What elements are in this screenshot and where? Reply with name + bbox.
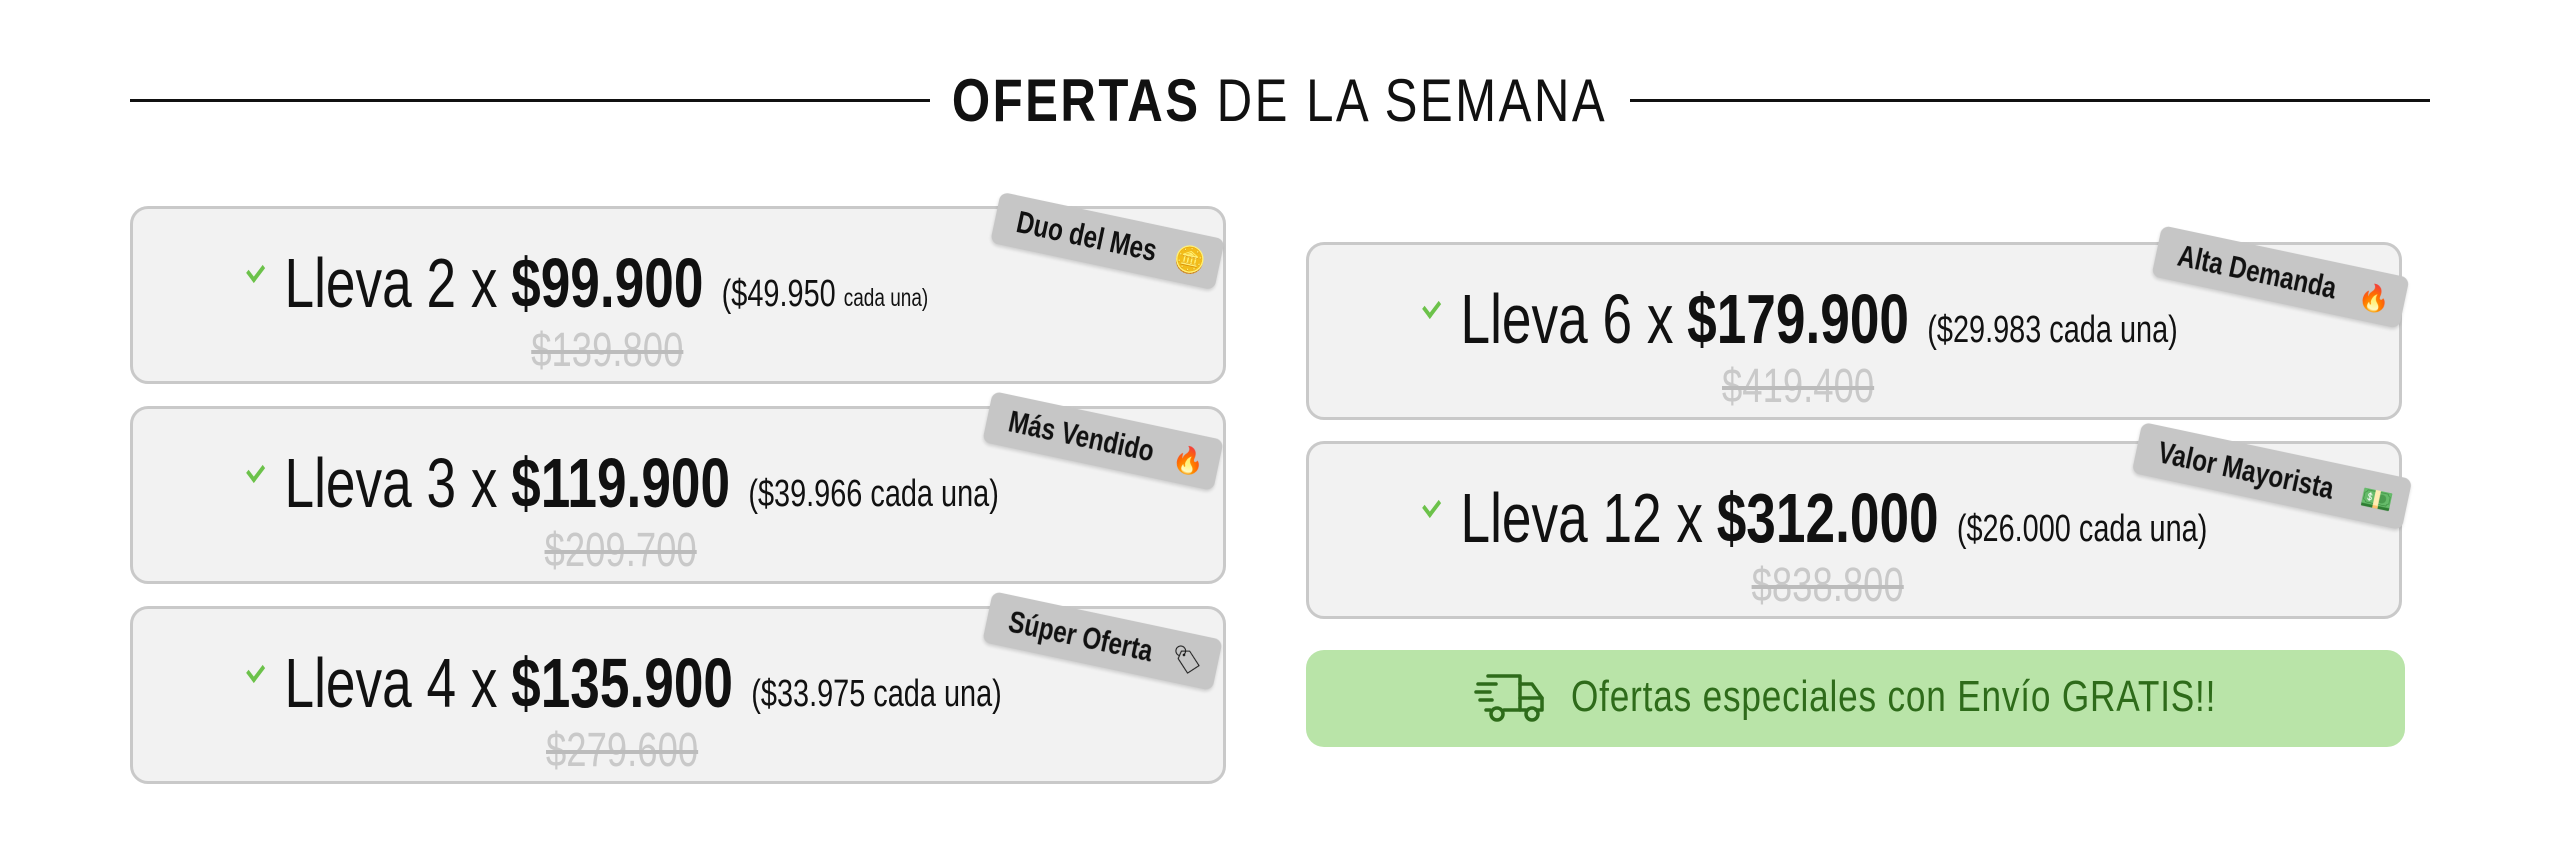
- offer-card-2[interactable]: Lleva 2 x$99.900$139.800 ($49.950 cada un…: [130, 191, 1226, 384]
- offer-price: $179.900$419.400: [1687, 279, 1909, 413]
- title-bold: OFERTAS: [952, 67, 1202, 134]
- unit-price: ($26.000 cada una): [1956, 508, 2208, 550]
- fire-icon: 🔥: [1169, 442, 1208, 479]
- offer-lead: Lleva 3 x: [284, 444, 498, 522]
- old-price: $209.700: [544, 524, 697, 577]
- offer-card-4[interactable]: Lleva 4 x$135.900$279.600 ($33.975 cada u…: [130, 591, 1226, 784]
- offer-price: $99.900$139.800: [511, 243, 703, 377]
- check-icon: [1422, 294, 1442, 319]
- price-tag-icon: 🏷: [1167, 641, 1207, 679]
- old-price: $419.400: [1721, 360, 1875, 413]
- offer-card-6[interactable]: Lleva 6 x$179.900$419.400 ($29.983 cada u…: [1306, 225, 2410, 420]
- unit-price: ($39.966 cada una): [748, 473, 999, 515]
- check-icon: [1422, 493, 1442, 518]
- old-price: $838.800: [1751, 559, 1904, 612]
- old-price: $279.600: [545, 724, 699, 777]
- check-icon: [246, 258, 266, 283]
- offer-price: $119.900$209.700: [511, 443, 730, 577]
- badge-mas-vendido: Más Vendido🔥: [982, 391, 1224, 491]
- badge-alta-demanda: Alta Demanda🔥: [2151, 225, 2410, 329]
- offer-card-12[interactable]: Lleva 12 x$312.000$838.800 ($26.000 cada …: [1306, 421, 2412, 619]
- unit-price: ($29.983 cada una): [1927, 309, 2178, 351]
- unit-price: ($33.975 cada una): [751, 673, 1002, 715]
- offer-lead: Lleva 6 x: [1460, 280, 1674, 358]
- free-shipping-banner: Ofertas especiales con Envío GRATIS!!: [1306, 650, 2405, 747]
- banner-text: Ofertas especiales con Envío GRATIS!!: [1571, 672, 2217, 721]
- badge-duo-del-mes: Duo del Mes🪙: [990, 191, 1225, 291]
- fire-icon: 🔥: [2355, 279, 2394, 317]
- offer-lead: Lleva 4 x: [284, 644, 498, 722]
- money-icon: 💵: [2357, 481, 2396, 518]
- coin-down-icon: 🪙: [1170, 241, 1209, 278]
- unit-price: ($49.950 cada una): [721, 273, 929, 315]
- title-rule-right: [1630, 99, 2430, 102]
- offer-card-3[interactable]: Lleva 3 x$119.900$209.700 ($39.966 cada u…: [130, 391, 1226, 584]
- badge-super-oferta: Súper Oferta🏷: [982, 591, 1223, 691]
- delivery-truck-icon: [1474, 674, 1544, 722]
- offer-lead: Lleva 12 x: [1460, 479, 1704, 557]
- title-rule-left: [130, 99, 930, 102]
- page-title: OFERTAS DE LA SEMANA: [0, 66, 2560, 135]
- check-icon: [246, 658, 266, 683]
- offer-price: $312.000$838.800: [1717, 478, 1939, 612]
- offer-lead: Lleva 2 x: [284, 244, 498, 322]
- title-rest: DE LA SEMANA: [1217, 67, 1608, 134]
- old-price: $139.800: [531, 324, 684, 377]
- check-icon: [246, 458, 266, 483]
- offer-price: $135.900$279.600: [511, 643, 733, 777]
